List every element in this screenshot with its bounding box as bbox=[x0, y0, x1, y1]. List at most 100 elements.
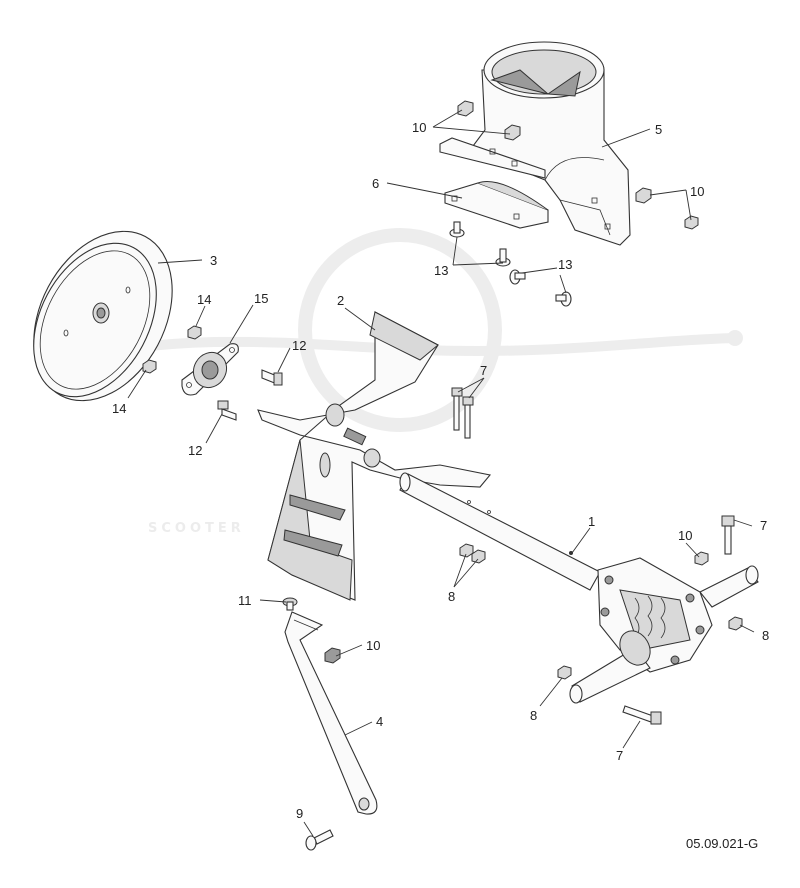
leader-8c bbox=[539, 677, 563, 707]
bolt-part-7-lower bbox=[622, 705, 662, 725]
leader-10c bbox=[685, 189, 692, 221]
callout-8: 8 bbox=[448, 589, 455, 604]
hex-nut bbox=[694, 551, 709, 566]
hex-nut bbox=[459, 543, 474, 558]
watermark-text: SCOOTER bbox=[148, 521, 245, 536]
bolt-part-12-upper bbox=[261, 369, 283, 386]
leader-1 bbox=[571, 527, 591, 554]
callout-7: 7 bbox=[480, 363, 487, 378]
chute-housing-part-5 bbox=[439, 41, 631, 246]
shaft-end bbox=[745, 565, 759, 585]
nut-part-10-c bbox=[635, 187, 652, 204]
hex-nut bbox=[471, 549, 486, 564]
callout-7: 7 bbox=[760, 518, 767, 533]
shaft-end bbox=[569, 684, 583, 704]
leader-13b bbox=[559, 274, 567, 294]
chute-flange-upper bbox=[439, 137, 546, 179]
callout-labels: 10 5 6 10 13 13 3 14 15 2 12 14 12 7 1 1… bbox=[112, 120, 769, 851]
callout-14: 14 bbox=[197, 292, 211, 307]
hex-nut bbox=[324, 647, 341, 664]
flange-hole bbox=[229, 347, 235, 353]
bolt-head bbox=[451, 387, 463, 397]
shaft-hole bbox=[487, 510, 491, 514]
deflector-plate-part-6 bbox=[444, 181, 549, 229]
pin-part-9 bbox=[305, 829, 334, 851]
plate-slot bbox=[451, 195, 458, 202]
callout-11: 11 bbox=[238, 593, 252, 608]
leader-6 bbox=[386, 182, 463, 199]
chute-slot bbox=[591, 197, 598, 204]
shaft-tube bbox=[399, 473, 601, 591]
gearbox-bolt bbox=[604, 575, 614, 585]
carriage-bolt-part-13-c bbox=[509, 269, 526, 285]
bolt-shank bbox=[724, 525, 732, 555]
pulley-hole bbox=[125, 286, 131, 294]
bolt-shank bbox=[286, 601, 294, 611]
nut-part-8-right bbox=[728, 616, 743, 631]
callout-12: 12 bbox=[188, 443, 202, 458]
pulley-part-3 bbox=[33, 230, 173, 402]
leader-7a bbox=[457, 377, 485, 393]
bearing-flange-part-15 bbox=[181, 343, 239, 396]
bolt-head bbox=[650, 711, 662, 725]
frame-pin bbox=[319, 452, 331, 478]
pulley-inner-ring bbox=[39, 250, 151, 390]
gearbox-bolt bbox=[685, 593, 695, 603]
leader-9 bbox=[303, 821, 314, 837]
callout-10: 10 bbox=[366, 638, 380, 653]
callout-2: 2 bbox=[337, 293, 344, 308]
leader-13a bbox=[452, 236, 458, 266]
shaft-hole bbox=[467, 500, 471, 504]
callout-10: 10 bbox=[690, 184, 704, 199]
leader-8b bbox=[739, 624, 755, 633]
carriage-bolt-part-11 bbox=[282, 597, 298, 611]
callout-5: 5 bbox=[655, 122, 662, 137]
bolt-shank bbox=[555, 294, 567, 302]
auger-shaft-part-1 bbox=[399, 472, 601, 591]
hex-nut bbox=[635, 187, 652, 204]
hex-nut bbox=[142, 359, 157, 374]
bolt-shank bbox=[453, 221, 461, 234]
bolt-head bbox=[462, 396, 474, 406]
drawing-code: 05.09.021-G bbox=[686, 836, 758, 851]
leader-14b bbox=[127, 369, 147, 399]
pulley-hole bbox=[63, 329, 69, 337]
shaft-collar bbox=[619, 630, 651, 666]
nut-part-10-d bbox=[684, 215, 699, 230]
nut-part-8-pair bbox=[459, 543, 486, 564]
leader-3 bbox=[157, 259, 203, 264]
leader-13b bbox=[521, 267, 558, 274]
carriage-bolt-part-13-a bbox=[449, 221, 465, 238]
lever-arm-part-4 bbox=[284, 611, 378, 815]
callout-10: 10 bbox=[412, 120, 426, 135]
frame-clip bbox=[343, 427, 367, 446]
bolt-part-12-lower bbox=[217, 400, 237, 421]
lever-bend bbox=[293, 619, 319, 631]
pulley-bore bbox=[96, 307, 106, 319]
pin-head bbox=[305, 835, 317, 851]
callout-15: 15 bbox=[254, 291, 268, 306]
chute-slot bbox=[604, 223, 611, 230]
callout-9: 9 bbox=[296, 806, 303, 821]
chute-slot bbox=[511, 160, 518, 167]
callout-12: 12 bbox=[292, 338, 306, 353]
chute-vane bbox=[490, 69, 549, 95]
gearbox-bolt bbox=[670, 655, 680, 665]
bolt-shank bbox=[464, 404, 471, 439]
leader-15 bbox=[229, 304, 254, 344]
bolt-head bbox=[217, 400, 229, 410]
hex-nut bbox=[457, 100, 474, 117]
frame-part-2 bbox=[257, 311, 492, 601]
bolt-part-7-right bbox=[721, 515, 735, 555]
chute-slot bbox=[489, 148, 496, 155]
carriage-bolt-part-13-d bbox=[555, 291, 572, 307]
leader-10a bbox=[432, 109, 463, 128]
nut-part-8-lower bbox=[557, 665, 572, 680]
bolt-shank bbox=[453, 395, 460, 431]
nut-part-10-b bbox=[504, 124, 521, 141]
leader-7a bbox=[468, 377, 485, 399]
carriage-bolt-part-13-b bbox=[495, 248, 511, 267]
bolt-part-7-pair bbox=[451, 387, 474, 439]
